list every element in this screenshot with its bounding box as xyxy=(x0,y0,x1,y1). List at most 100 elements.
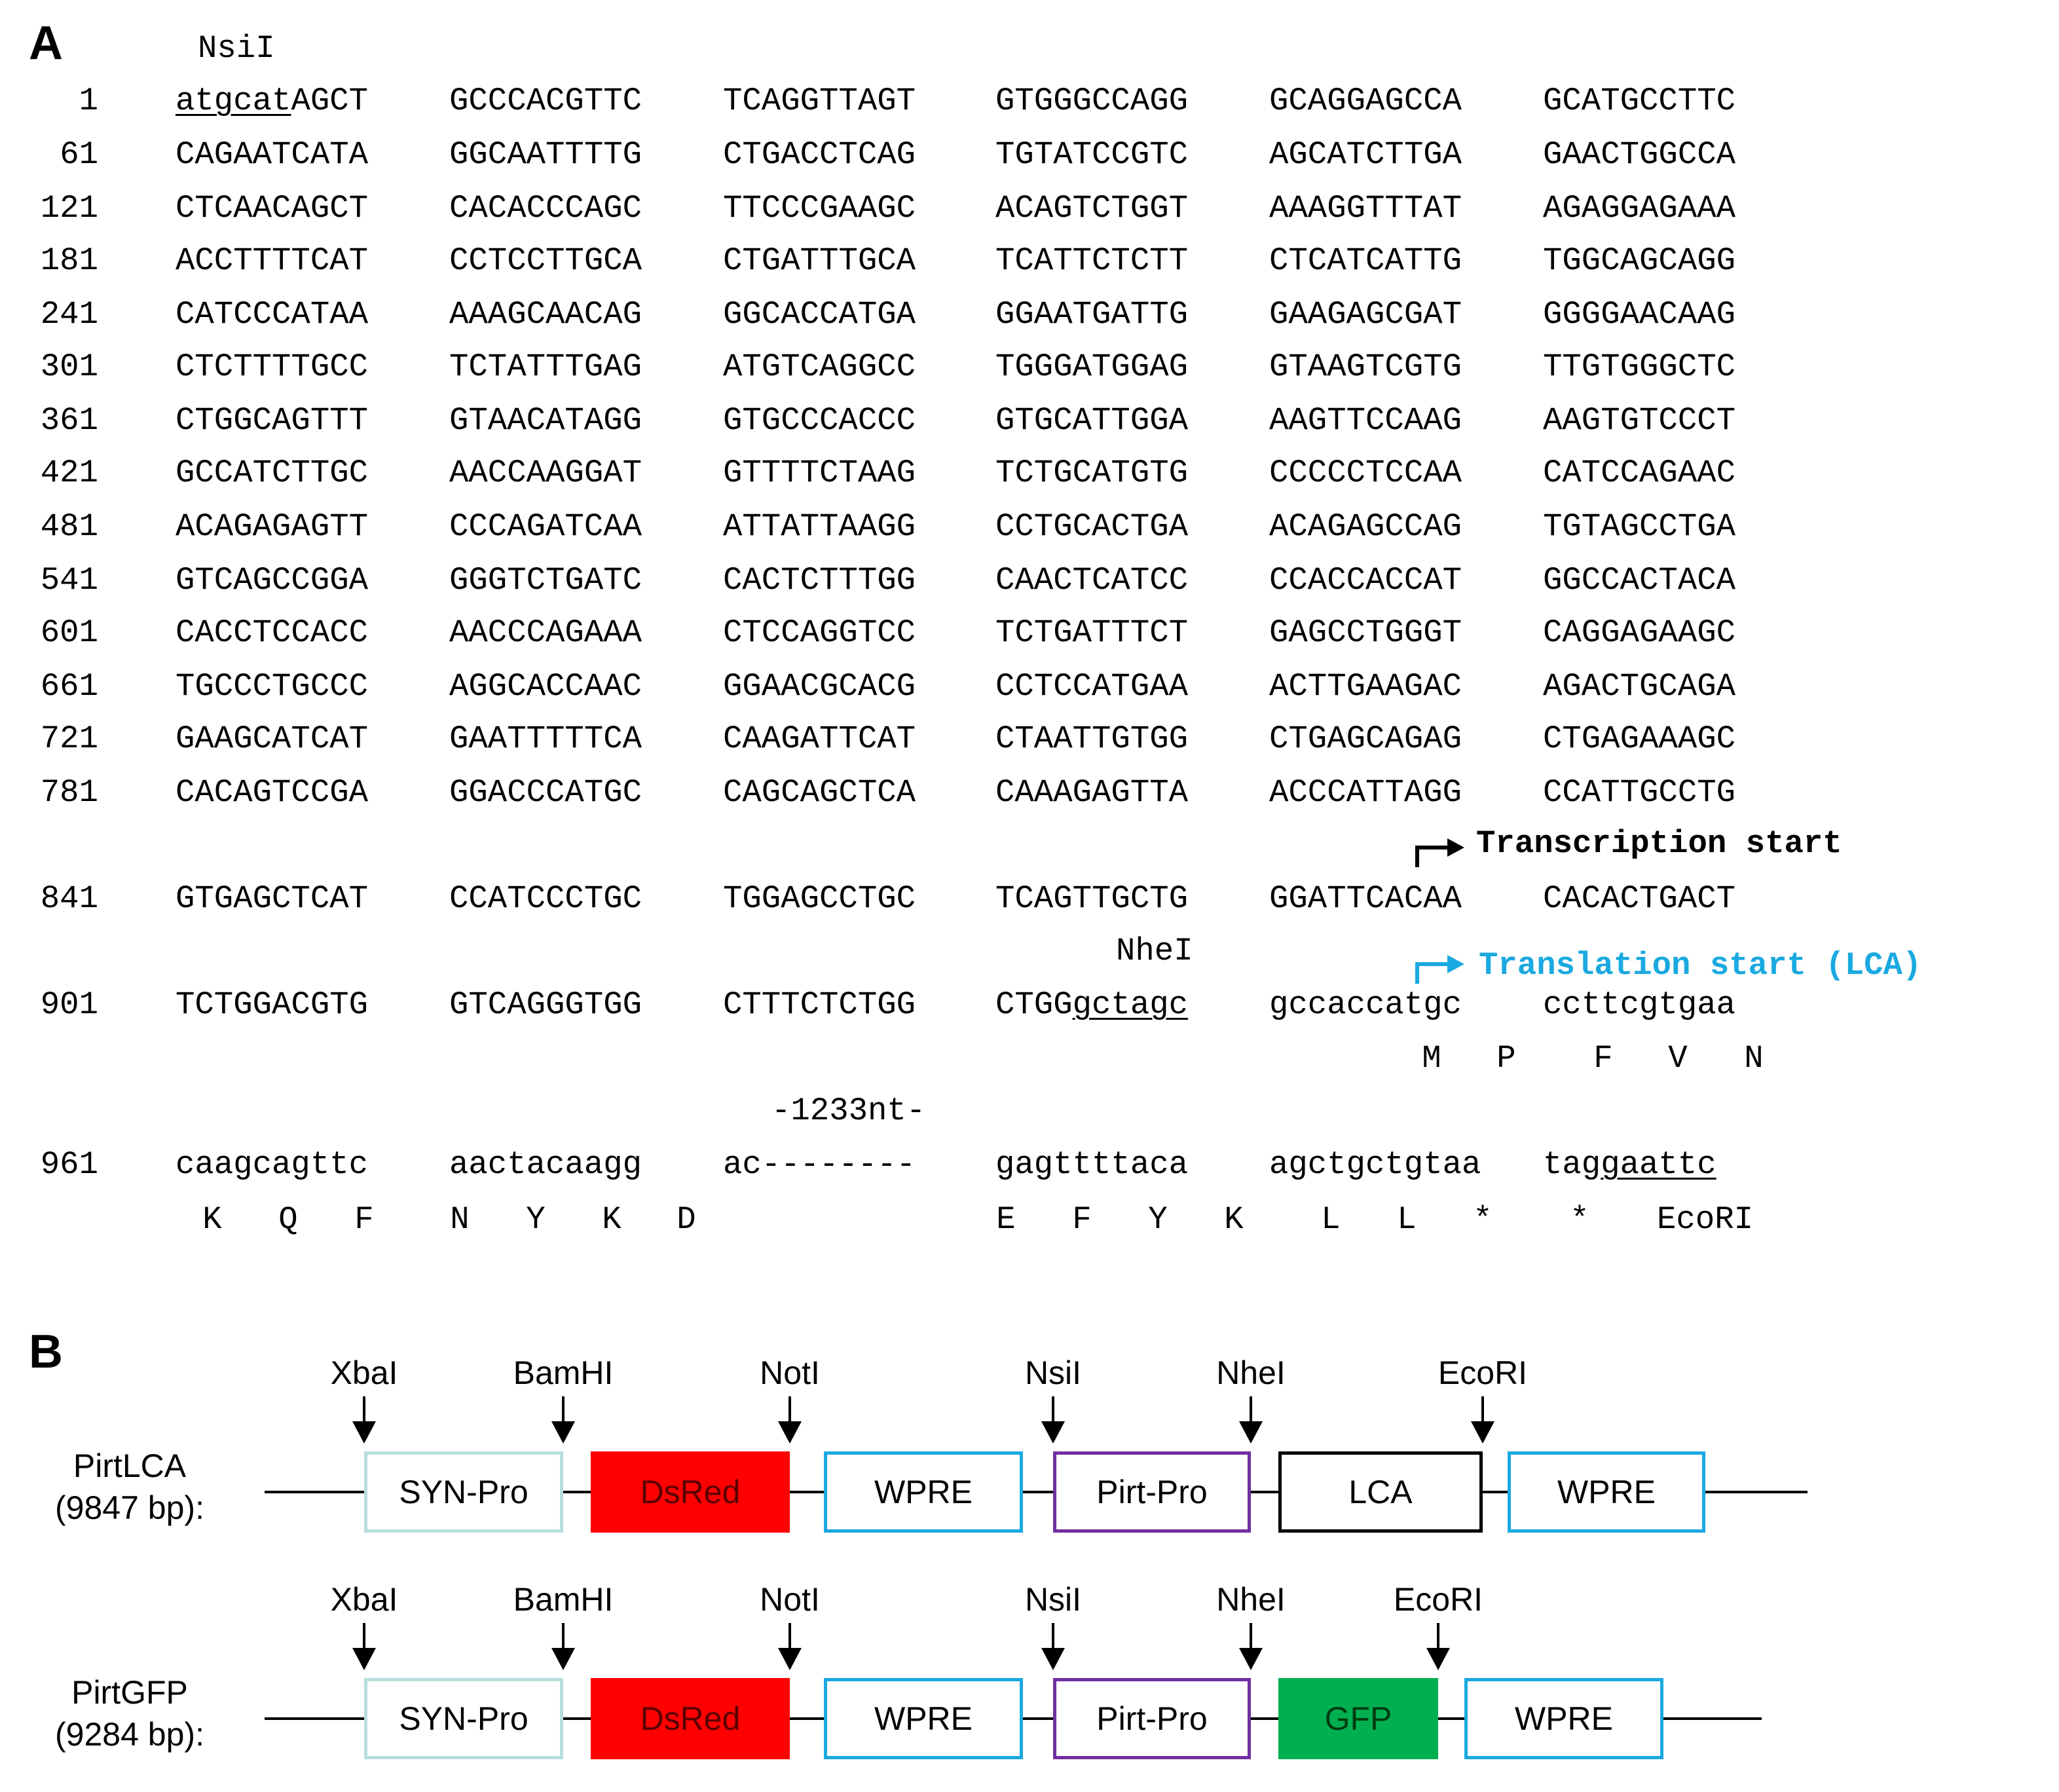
sequence-text: caagcagttc xyxy=(176,1146,369,1183)
sequence-block: GTCAGCCGGA xyxy=(176,561,368,600)
deletion-gap-label: -1233nt- xyxy=(771,1092,926,1129)
nsii-site-label: NsiI xyxy=(198,30,275,67)
sequence-block: atgcatAGCT xyxy=(176,81,368,121)
element-box: LCA xyxy=(1278,1451,1483,1533)
sequence-block: GAGCCTGGGT xyxy=(1269,613,1462,652)
sequence-text: CATCCAGAAC xyxy=(1543,455,1736,491)
sequence-text: GGGTCTGATC xyxy=(449,562,642,599)
ecori-site-label: EcoRI xyxy=(1657,1201,1754,1238)
sequence-block: GGCAATTTTG xyxy=(449,135,642,174)
construct-name: PirtLCA (9847 bp): xyxy=(18,1445,241,1529)
sequence-block: GGAACGCACG xyxy=(723,667,916,706)
backbone-line xyxy=(265,1491,1808,1493)
sequence-block: TCATTCTCTT xyxy=(995,241,1188,280)
transcription-start-text: Transcription start xyxy=(1476,825,1842,862)
panel-b-label: B xyxy=(29,1326,63,1378)
sequence-block: GTGAGCTCAT xyxy=(176,879,368,918)
sequence-block: CCCAGATCAA xyxy=(449,507,642,546)
row-number: 361 xyxy=(40,402,98,439)
sequence-text: GGCCACTACA xyxy=(1543,562,1736,599)
sequence-block: taggaattc xyxy=(1543,1145,1716,1184)
row-number: 121 xyxy=(40,190,98,227)
cut-site-arrow xyxy=(1052,1623,1054,1651)
arrow-down-icon xyxy=(1426,1648,1450,1670)
sequence-text: CAAGATTCAT xyxy=(723,720,916,757)
sequence-block: TCAGTTGCTG xyxy=(995,879,1188,918)
amino-acid: M xyxy=(1422,1040,1441,1077)
sequence-block: CACCTCCACC xyxy=(176,613,368,652)
sequence-block: caagcagttc xyxy=(176,1145,368,1184)
panel-a-label: A xyxy=(29,17,63,69)
sequence-block: CCCCCTCCAA xyxy=(1269,453,1462,493)
enzyme-label: NotI xyxy=(760,1354,820,1391)
sequence-block: TGTAGCCTGA xyxy=(1543,507,1735,546)
sequence-block: AACCCAGAAA xyxy=(449,613,642,652)
sequence-text: TCTGCATGTG xyxy=(995,455,1189,491)
sequence-text: AGACTGCAGA xyxy=(1543,668,1736,705)
sequence-block: TGGGATGGAG xyxy=(995,347,1188,386)
sequence-text: AGCT xyxy=(291,83,369,119)
sequence-block: TCTGATTTCT xyxy=(995,613,1188,652)
amino-acid: K xyxy=(202,1201,222,1238)
sequence-text: CCATCCCTGC xyxy=(449,880,642,917)
sequence-block: CTTTCTCTGG xyxy=(723,985,916,1024)
sequence-block: TCTATTTGAG xyxy=(449,347,642,386)
sequence-block: CCACCACCAT xyxy=(1269,561,1462,600)
row-number: 241 xyxy=(40,296,98,333)
sequence-block: ACCTTTTCAT xyxy=(176,241,368,280)
sequence-block: ATTATTAAGG xyxy=(723,507,916,546)
sequence-text: GTCAGCCGGA xyxy=(176,562,369,599)
construct-name: PirtGFP(9284 bp): xyxy=(18,1671,241,1755)
sequence-block: ac-------- xyxy=(723,1145,916,1184)
sequence-text: ACCTTTTCAT xyxy=(176,242,369,279)
sequence-block: CATCCAGAAC xyxy=(1543,453,1735,493)
sequence-block: CTCTTTTGCC xyxy=(176,347,368,386)
sequence-text: GTGAGCTCAT xyxy=(176,880,369,917)
sequence-block: GAATTTTTCA xyxy=(449,719,642,758)
sequence-text: CATCCCATAA xyxy=(176,296,369,333)
construct-size: (9847 bp): xyxy=(55,1489,204,1526)
sequence-block: CACAGTCCGA xyxy=(176,773,368,812)
amino-acid: F xyxy=(1593,1040,1613,1077)
sequence-block: AGCATCTTGA xyxy=(1269,135,1462,174)
amino-acid: P xyxy=(1496,1040,1516,1077)
sequence-text: AAGTTCCAAG xyxy=(1269,402,1462,439)
sequence-block: GCAGGAGCCA xyxy=(1269,81,1462,121)
construct-title: PirtGFP xyxy=(71,1674,188,1711)
sequence-text: GAATTTTTCA xyxy=(449,720,642,757)
amino-acid: L xyxy=(1397,1201,1417,1238)
sequence-text: CACACTGACT xyxy=(1543,880,1736,917)
sequence-block: GAAGCATCAT xyxy=(176,719,368,758)
sequence-text: ccttcgtgaa xyxy=(1543,986,1736,1023)
amino-acid: V xyxy=(1668,1040,1688,1077)
sequence-block: CTGAGCAGAG xyxy=(1269,719,1462,758)
sequence-text: ACCCATTAGG xyxy=(1269,774,1462,811)
cut-site-arrow xyxy=(1250,1396,1252,1424)
sequence-text: AACCAAGGAT xyxy=(449,455,642,491)
sequence-block: CACTCTTTGG xyxy=(723,561,916,600)
amino-acid: Y xyxy=(1148,1201,1168,1238)
restriction-site-sequence: gaattc xyxy=(1601,1146,1716,1183)
sequence-block: aactacaagg xyxy=(449,1145,642,1184)
sequence-text: CACACCCAGC xyxy=(449,190,642,227)
row-number: 961 xyxy=(40,1146,98,1183)
sequence-block: CCTGCACTGA xyxy=(995,507,1188,546)
construct-title: PirtLCA xyxy=(73,1447,187,1484)
amino-acid: F xyxy=(1072,1201,1092,1238)
sequence-text: ACAGTCTGGT xyxy=(995,190,1189,227)
row-number: 841 xyxy=(40,880,98,917)
row-number: 781 xyxy=(40,774,98,811)
sequence-text: CTGAGAAAGC xyxy=(1543,720,1736,757)
sequence-block: TCAGGTTAGT xyxy=(723,81,916,121)
sequence-text: CCTGCACTGA xyxy=(995,508,1189,545)
sequence-text: GTAACATAGG xyxy=(449,402,642,439)
sequence-text: CAGGAGAAGC xyxy=(1543,614,1736,651)
element-box: DsRed xyxy=(591,1451,790,1533)
row-number: 541 xyxy=(40,562,98,599)
sequence-block: TCTGCATGTG xyxy=(995,453,1188,493)
row-number: 1 xyxy=(79,83,98,119)
sequence-text: TCTGGACGTG xyxy=(176,986,369,1023)
amino-acid: F xyxy=(354,1201,374,1238)
element-box: Pirt-Pro xyxy=(1053,1678,1251,1759)
nhei-site-label: NheI xyxy=(1116,933,1193,969)
